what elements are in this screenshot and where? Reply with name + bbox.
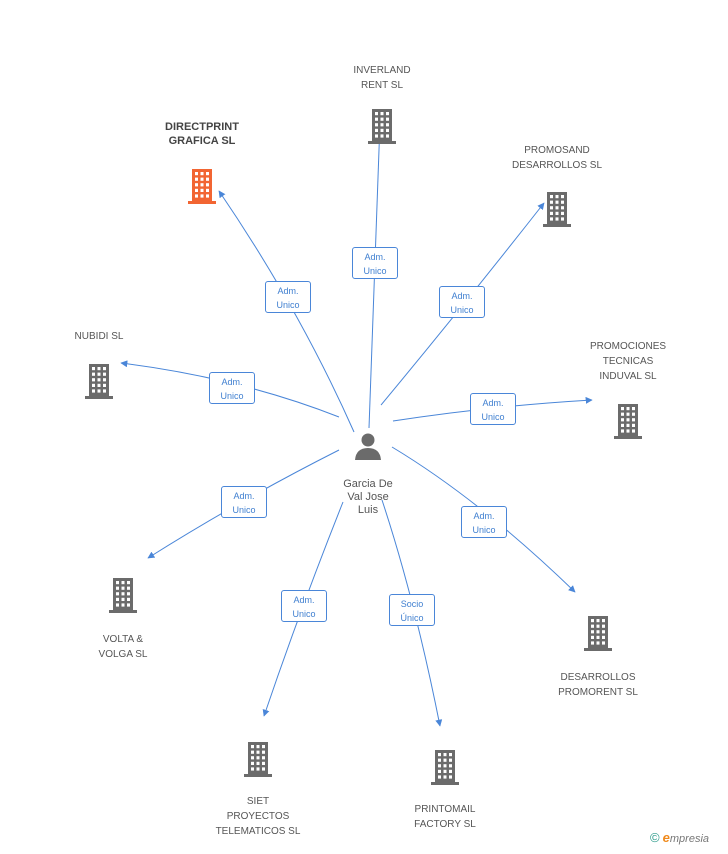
building-icon: [188, 169, 216, 204]
company-label: SIET PROYECTOS TELEMATICOS SL: [215, 796, 301, 837]
edge-label-siet[interactable]: Adm. Unico: [281, 590, 327, 622]
edge-label-nubidi[interactable]: Adm. Unico: [209, 372, 255, 404]
edge-label-printomail[interactable]: Socio Único: [389, 594, 435, 626]
edge-label-promosand[interactable]: Adm. Unico: [439, 286, 485, 318]
company-printomail[interactable]: PRINTOMAIL FACTORY SL: [390, 734, 500, 847]
company-label: VOLTA & VOLGA SL: [98, 634, 148, 660]
company-label: PRINTOMAIL FACTORY SL: [414, 804, 476, 830]
edge-label-inverland[interactable]: Adm. Unico: [352, 247, 398, 279]
edge-label-promociones[interactable]: Adm. Unico: [470, 393, 516, 425]
building-icon: [584, 616, 612, 651]
building-icon: [368, 109, 396, 144]
edge-label-directprint[interactable]: Adm. Unico: [265, 281, 311, 313]
company-label: DESARROLLOS PROMORENT SL: [558, 672, 638, 698]
person-name: Garcia De Val Jose Luis: [343, 478, 393, 516]
company-promociones[interactable]: PROMOCIONES TECNICAS INDUVAL SL: [575, 324, 681, 454]
building-icon: [614, 404, 642, 439]
company-label: INVERLAND RENT SL: [353, 65, 411, 91]
edge-label-volta[interactable]: Adm. Unico: [221, 486, 267, 518]
company-label: PROMOSAND DESARROLLOS SL: [511, 145, 603, 171]
building-icon: [85, 364, 113, 399]
person-node[interactable]: Garcia De Val Jose Luis: [330, 418, 406, 517]
footer-brand: © empresia: [650, 830, 709, 845]
company-label: NUBIDI SL: [74, 331, 124, 342]
company-promosand[interactable]: PROMOSAND DESARROLLOS SL: [494, 128, 620, 242]
building-icon: [244, 742, 272, 777]
company-label: DIRECTPRINT GRAFICA SL: [165, 121, 239, 147]
company-directprint[interactable]: DIRECTPRINT GRAFICA SL: [150, 106, 254, 218]
company-nubidi[interactable]: NUBIDI SL: [54, 314, 144, 414]
brand-logo-text: mpresia: [669, 833, 710, 845]
building-icon: [543, 192, 571, 227]
copyright-symbol: ©: [650, 830, 660, 845]
brand-logo-e: e: [662, 830, 670, 845]
company-volta[interactable]: VOLTA & VOLGA SL: [78, 562, 168, 677]
company-label: PROMOCIONES TECNICAS INDUVAL SL: [589, 341, 667, 382]
person-icon: [355, 433, 381, 460]
company-siet[interactable]: SIET PROYECTOS TELEMATICOS SL: [198, 726, 318, 854]
edge-label-desarrollos[interactable]: Adm. Unico: [461, 506, 507, 538]
company-inverland[interactable]: INVERLAND RENT SL: [330, 48, 434, 159]
building-icon: [431, 750, 459, 785]
company-desarrollos[interactable]: DESARROLLOS PROMORENT SL: [536, 600, 660, 715]
building-icon: [109, 578, 137, 613]
